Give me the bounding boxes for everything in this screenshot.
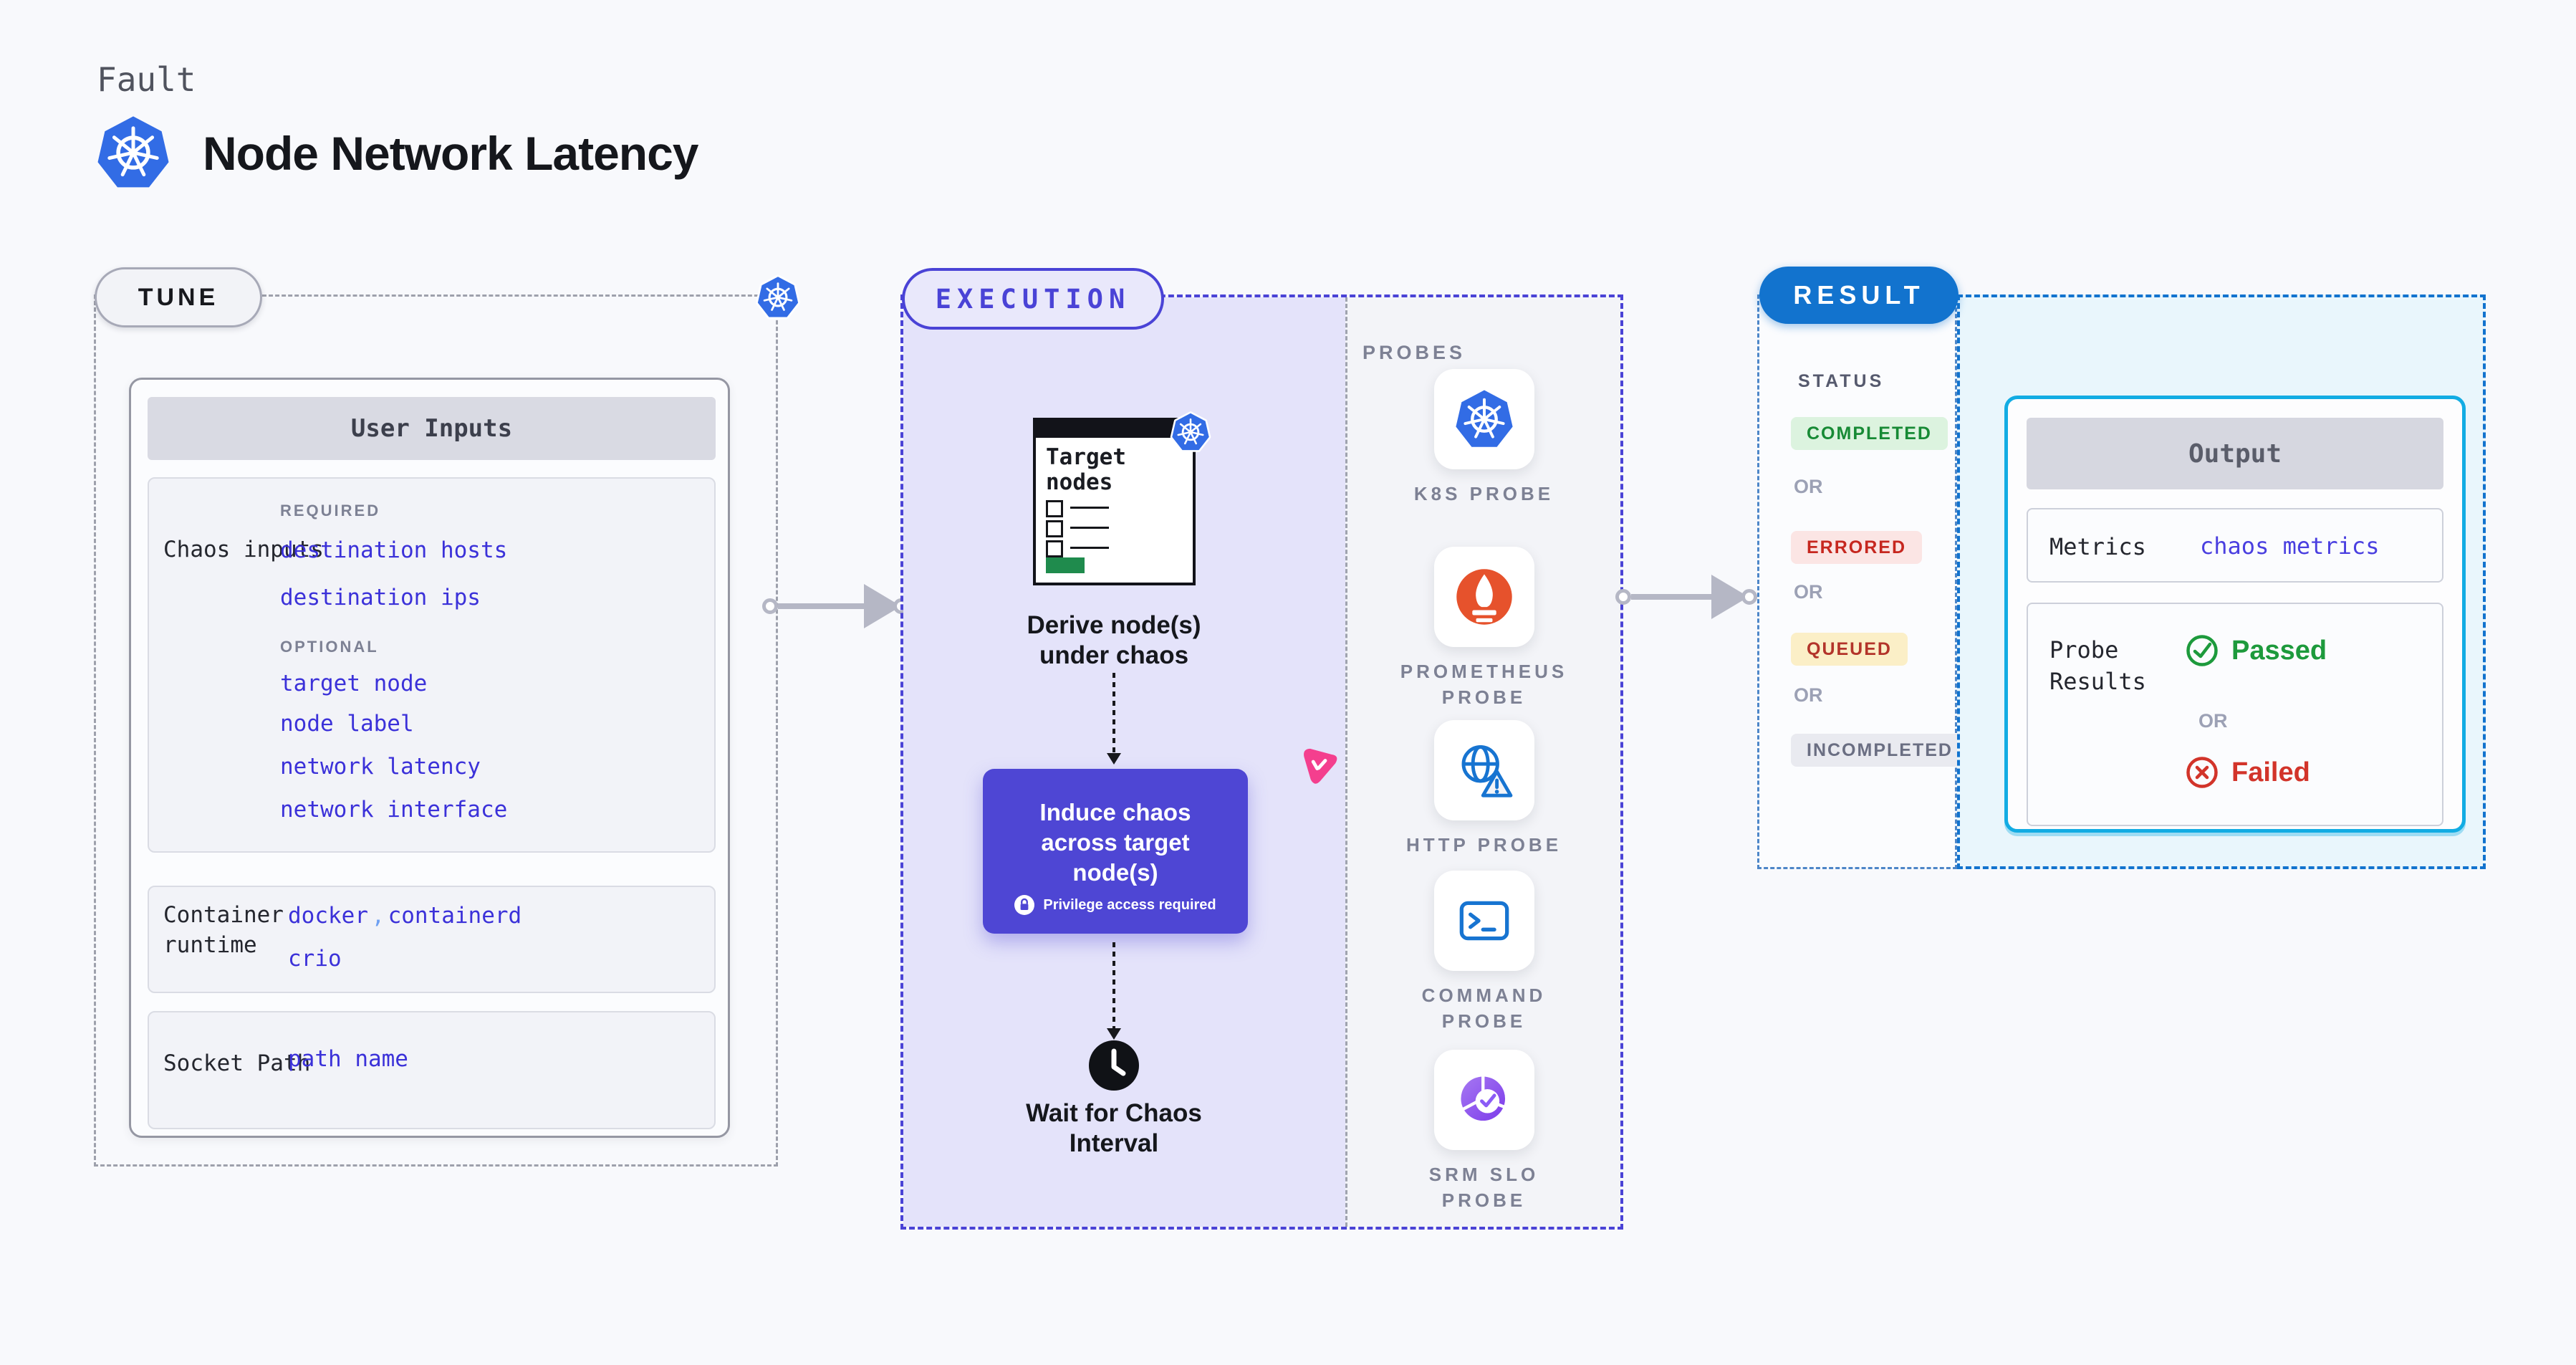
probe-item: SRM SLO PROBE — [1347, 1050, 1620, 1213]
status-badge-incompleted: INCOMPLETED — [1791, 734, 1969, 767]
or-separator: OR — [1794, 476, 1823, 497]
link-chaos-metrics[interactable]: chaos metrics — [2200, 532, 2380, 560]
passed-label: Passed — [2231, 635, 2327, 666]
kubernetes-icon — [94, 113, 173, 192]
http-probe-card — [1433, 720, 1534, 820]
user-inputs-title: User Inputs — [148, 397, 716, 460]
derive-caption: Derive node(s) under chaos — [1027, 611, 1201, 669]
probe-label: COMMAND PROBE — [1421, 985, 1547, 1032]
tune-pill: TUNE — [95, 267, 262, 327]
check-circle-icon — [2186, 634, 2219, 667]
probe-results-label: Probe Results — [2049, 636, 2146, 695]
target-nodes-doc: Target nodes — [1033, 418, 1196, 585]
or-separator: OR — [1794, 684, 1823, 706]
result-pill: RESULT — [1759, 267, 1959, 324]
arrow-down-icon — [1107, 753, 1121, 765]
failed-label: Failed — [2231, 757, 2310, 787]
command-probe-card — [1433, 871, 1534, 971]
result-status-box: RESULT STATUS COMPLETED OR ERRORED OR QU… — [1757, 267, 1969, 869]
target-nodes-title: Target nodes — [1046, 444, 1126, 495]
chaos-inputs-label: Chaos inputs — [163, 537, 324, 562]
link-crio[interactable]: crio — [288, 946, 342, 972]
link-path-name[interactable]: path name — [288, 1046, 408, 1072]
optional-heading: OPTIONAL — [280, 638, 379, 656]
probe-item: PROMETHEUS PROBE — [1347, 547, 1620, 710]
probe-label: PROMETHEUS PROBE — [1400, 661, 1568, 708]
probe-results-row: Probe Results Passed OR Failed — [2027, 603, 2443, 826]
container-runtime-row: Container runtime docker , containerd cr… — [148, 886, 716, 993]
passed-result: Passed — [2186, 634, 2327, 667]
status-badge-errored: ERRORED — [1791, 531, 1923, 564]
probe-label: SRM SLO PROBE — [1428, 1164, 1539, 1211]
link-target-node[interactable]: target node — [280, 671, 428, 696]
link-network-interface[interactable]: network interface — [280, 797, 508, 823]
k8s-probe-card — [1433, 369, 1534, 469]
probes-heading: PROBES — [1363, 342, 1466, 363]
prometheus-probe-card — [1433, 547, 1534, 647]
failed-result: Failed — [2186, 756, 2310, 789]
kubernetes-icon — [1453, 388, 1516, 451]
flow-connector — [1112, 673, 1115, 753]
privilege-note: Privilege access required — [983, 895, 1248, 915]
terminal-icon — [1453, 889, 1516, 952]
probe-label: K8S PROBE — [1413, 483, 1554, 504]
privilege-note-text: Privilege access required — [1043, 896, 1216, 913]
output-card: Output Metrics chaos metrics Probe Resul… — [2004, 396, 2466, 833]
prometheus-icon — [1453, 565, 1516, 628]
page-title: Node Network Latency — [203, 127, 698, 180]
status-heading: STATUS — [1798, 371, 1885, 391]
link-destination-ips[interactable]: destination ips — [280, 585, 481, 610]
clock-icon — [1088, 1040, 1140, 1091]
metrics-row: Metrics chaos metrics — [2027, 508, 2443, 583]
probe-item: HTTP PROBE — [1347, 720, 1620, 858]
induce-chaos-caption: Induce chaos across target node(s) — [1039, 799, 1191, 886]
status-badge-queued: QUEUED — [1791, 633, 1908, 666]
container-runtime-label: Container runtime — [163, 902, 284, 958]
wait-caption: Wait for Chaos Interval — [1026, 1099, 1202, 1157]
user-inputs-card: User Inputs Chaos inputs REQUIRED destin… — [129, 378, 730, 1138]
induce-chaos-box: Induce chaos across target node(s) Privi… — [983, 769, 1248, 934]
link-node-label[interactable]: node label — [280, 711, 414, 737]
fault-eyebrow: Fault — [97, 60, 196, 99]
or-separator: OR — [2198, 710, 2228, 732]
doc-titlebar — [1036, 421, 1193, 438]
socket-path-label: Socket Path — [163, 1050, 311, 1076]
probe-label: HTTP PROBE — [1405, 834, 1562, 856]
probe-item: COMMAND PROBE — [1347, 871, 1620, 1034]
required-heading: REQUIRED — [280, 502, 381, 519]
chaos-litmus-icon — [1295, 743, 1342, 790]
execution-pill: EXECUTION — [902, 268, 1164, 330]
srm-slo-probe-card — [1433, 1050, 1534, 1150]
flow-connector — [1112, 942, 1115, 1028]
execution-section: Target nodes Derive node(s) under chaos … — [900, 268, 1623, 1230]
link-network-latency[interactable]: network latency — [280, 754, 481, 780]
probe-item: K8S PROBE — [1347, 369, 1620, 507]
status-badge-completed: COMPLETED — [1791, 417, 1948, 450]
tune-section: TUNE User Inputs Chaos inputs REQUIRED d… — [94, 267, 778, 1167]
lock-icon — [1014, 895, 1034, 915]
x-circle-icon — [2186, 756, 2219, 789]
execution-flow-panel: Target nodes Derive node(s) under chaos … — [903, 297, 1345, 1227]
chaos-inputs-row: Chaos inputs REQUIRED destination hosts … — [148, 477, 716, 853]
or-separator: OR — [1794, 581, 1823, 603]
result-output-section: Output Metrics chaos metrics Probe Resul… — [1957, 294, 2486, 869]
probes-panel: PROBES K8S PROBE PROMETHEUS PROBE HTTP P… — [1345, 297, 1620, 1227]
progress-bar — [1046, 557, 1085, 573]
kubernetes-icon — [1168, 409, 1213, 455]
runtime-separator: , — [371, 903, 385, 929]
metrics-label: Metrics — [2049, 533, 2146, 560]
link-docker[interactable]: docker — [288, 903, 368, 929]
globe-alert-icon — [1453, 739, 1516, 802]
link-containerd[interactable]: containerd — [388, 903, 522, 929]
slo-pie-check-icon — [1453, 1068, 1516, 1131]
kubernetes-icon — [753, 272, 803, 322]
output-title: Output — [2027, 418, 2443, 489]
link-destination-hosts[interactable]: destination hosts — [280, 537, 508, 563]
arrow-down-icon — [1107, 1028, 1121, 1040]
socket-path-row: Socket Path path name — [148, 1011, 716, 1129]
